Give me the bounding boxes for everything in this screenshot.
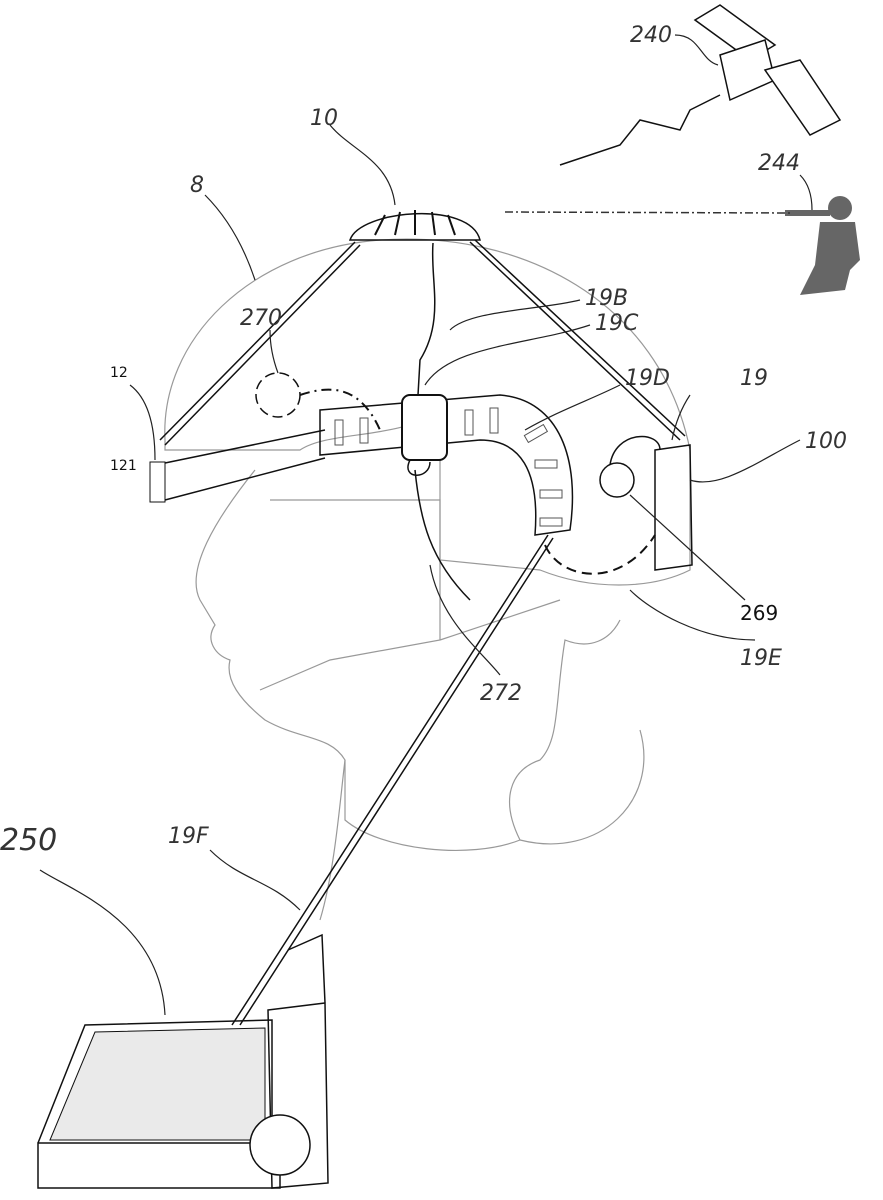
- sensor-dome: [348, 213, 481, 241]
- rear-unit: [654, 444, 693, 571]
- hub-module: [401, 394, 448, 461]
- label-269: 269: [740, 601, 778, 625]
- cable-19e-dashed: [544, 534, 656, 575]
- helmet-retention-strap: [259, 499, 561, 691]
- neck-outline: [319, 729, 645, 921]
- label-8: 8: [190, 173, 204, 198]
- label-19f: 19F: [168, 824, 209, 849]
- front-cables: [164, 429, 326, 501]
- module-270: [255, 372, 301, 418]
- link-270: [299, 388, 381, 431]
- dome-vents: [374, 210, 456, 236]
- satellite-icon: [693, 4, 842, 136]
- label-19: 19: [740, 366, 768, 391]
- display-screen: [49, 1027, 266, 1141]
- label-10: 10: [310, 106, 338, 131]
- label-12: 12: [110, 365, 128, 381]
- soldier-icon: [785, 196, 860, 295]
- label-270: 270: [240, 306, 282, 331]
- label-272: 272: [480, 681, 522, 706]
- cable-19f: [231, 534, 554, 1026]
- label-19b: 19B: [585, 286, 628, 311]
- laser-line: [504, 211, 791, 214]
- dome-cables: [159, 239, 686, 446]
- label-19c: 19C: [595, 311, 639, 336]
- side-strap: [319, 394, 574, 536]
- strap-slots: [334, 407, 563, 527]
- label-250: 250: [0, 823, 57, 858]
- leader-lines: [39, 34, 813, 1016]
- label-121: 121: [110, 458, 137, 474]
- label-100: 100: [805, 429, 847, 454]
- front-sensor-unit: [149, 461, 166, 503]
- display-knob: [249, 1114, 311, 1176]
- satellite-signal: [559, 94, 721, 166]
- earpiece: [599, 462, 635, 498]
- label-240: 240: [630, 23, 672, 48]
- label-244: 244: [758, 151, 800, 176]
- head-outline: [195, 469, 621, 852]
- earpiece-cable: [609, 435, 661, 466]
- label-19e: 19E: [740, 646, 782, 671]
- label-19d: 19D: [625, 366, 670, 391]
- hub-cable: [407, 459, 471, 601]
